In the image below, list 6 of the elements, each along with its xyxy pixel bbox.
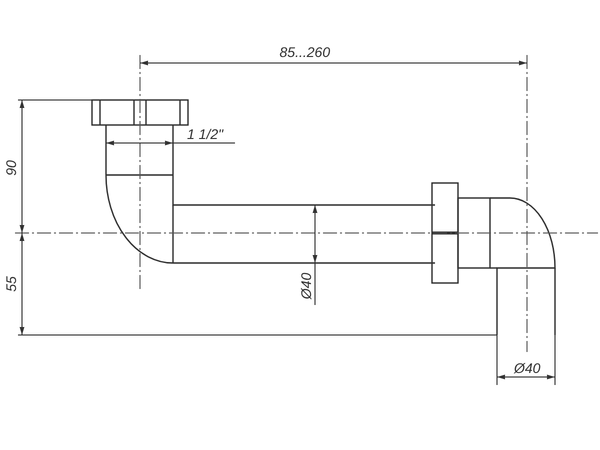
dimension-value: 1 1/2" [187,127,224,141]
dimension-value: 85...260 [280,45,330,59]
dimension-value: 90 [4,160,18,176]
dimension-value: 55 [4,276,18,292]
dimension-value: Ø40 [299,272,314,300]
dimension-value: Ø40 [514,361,540,375]
